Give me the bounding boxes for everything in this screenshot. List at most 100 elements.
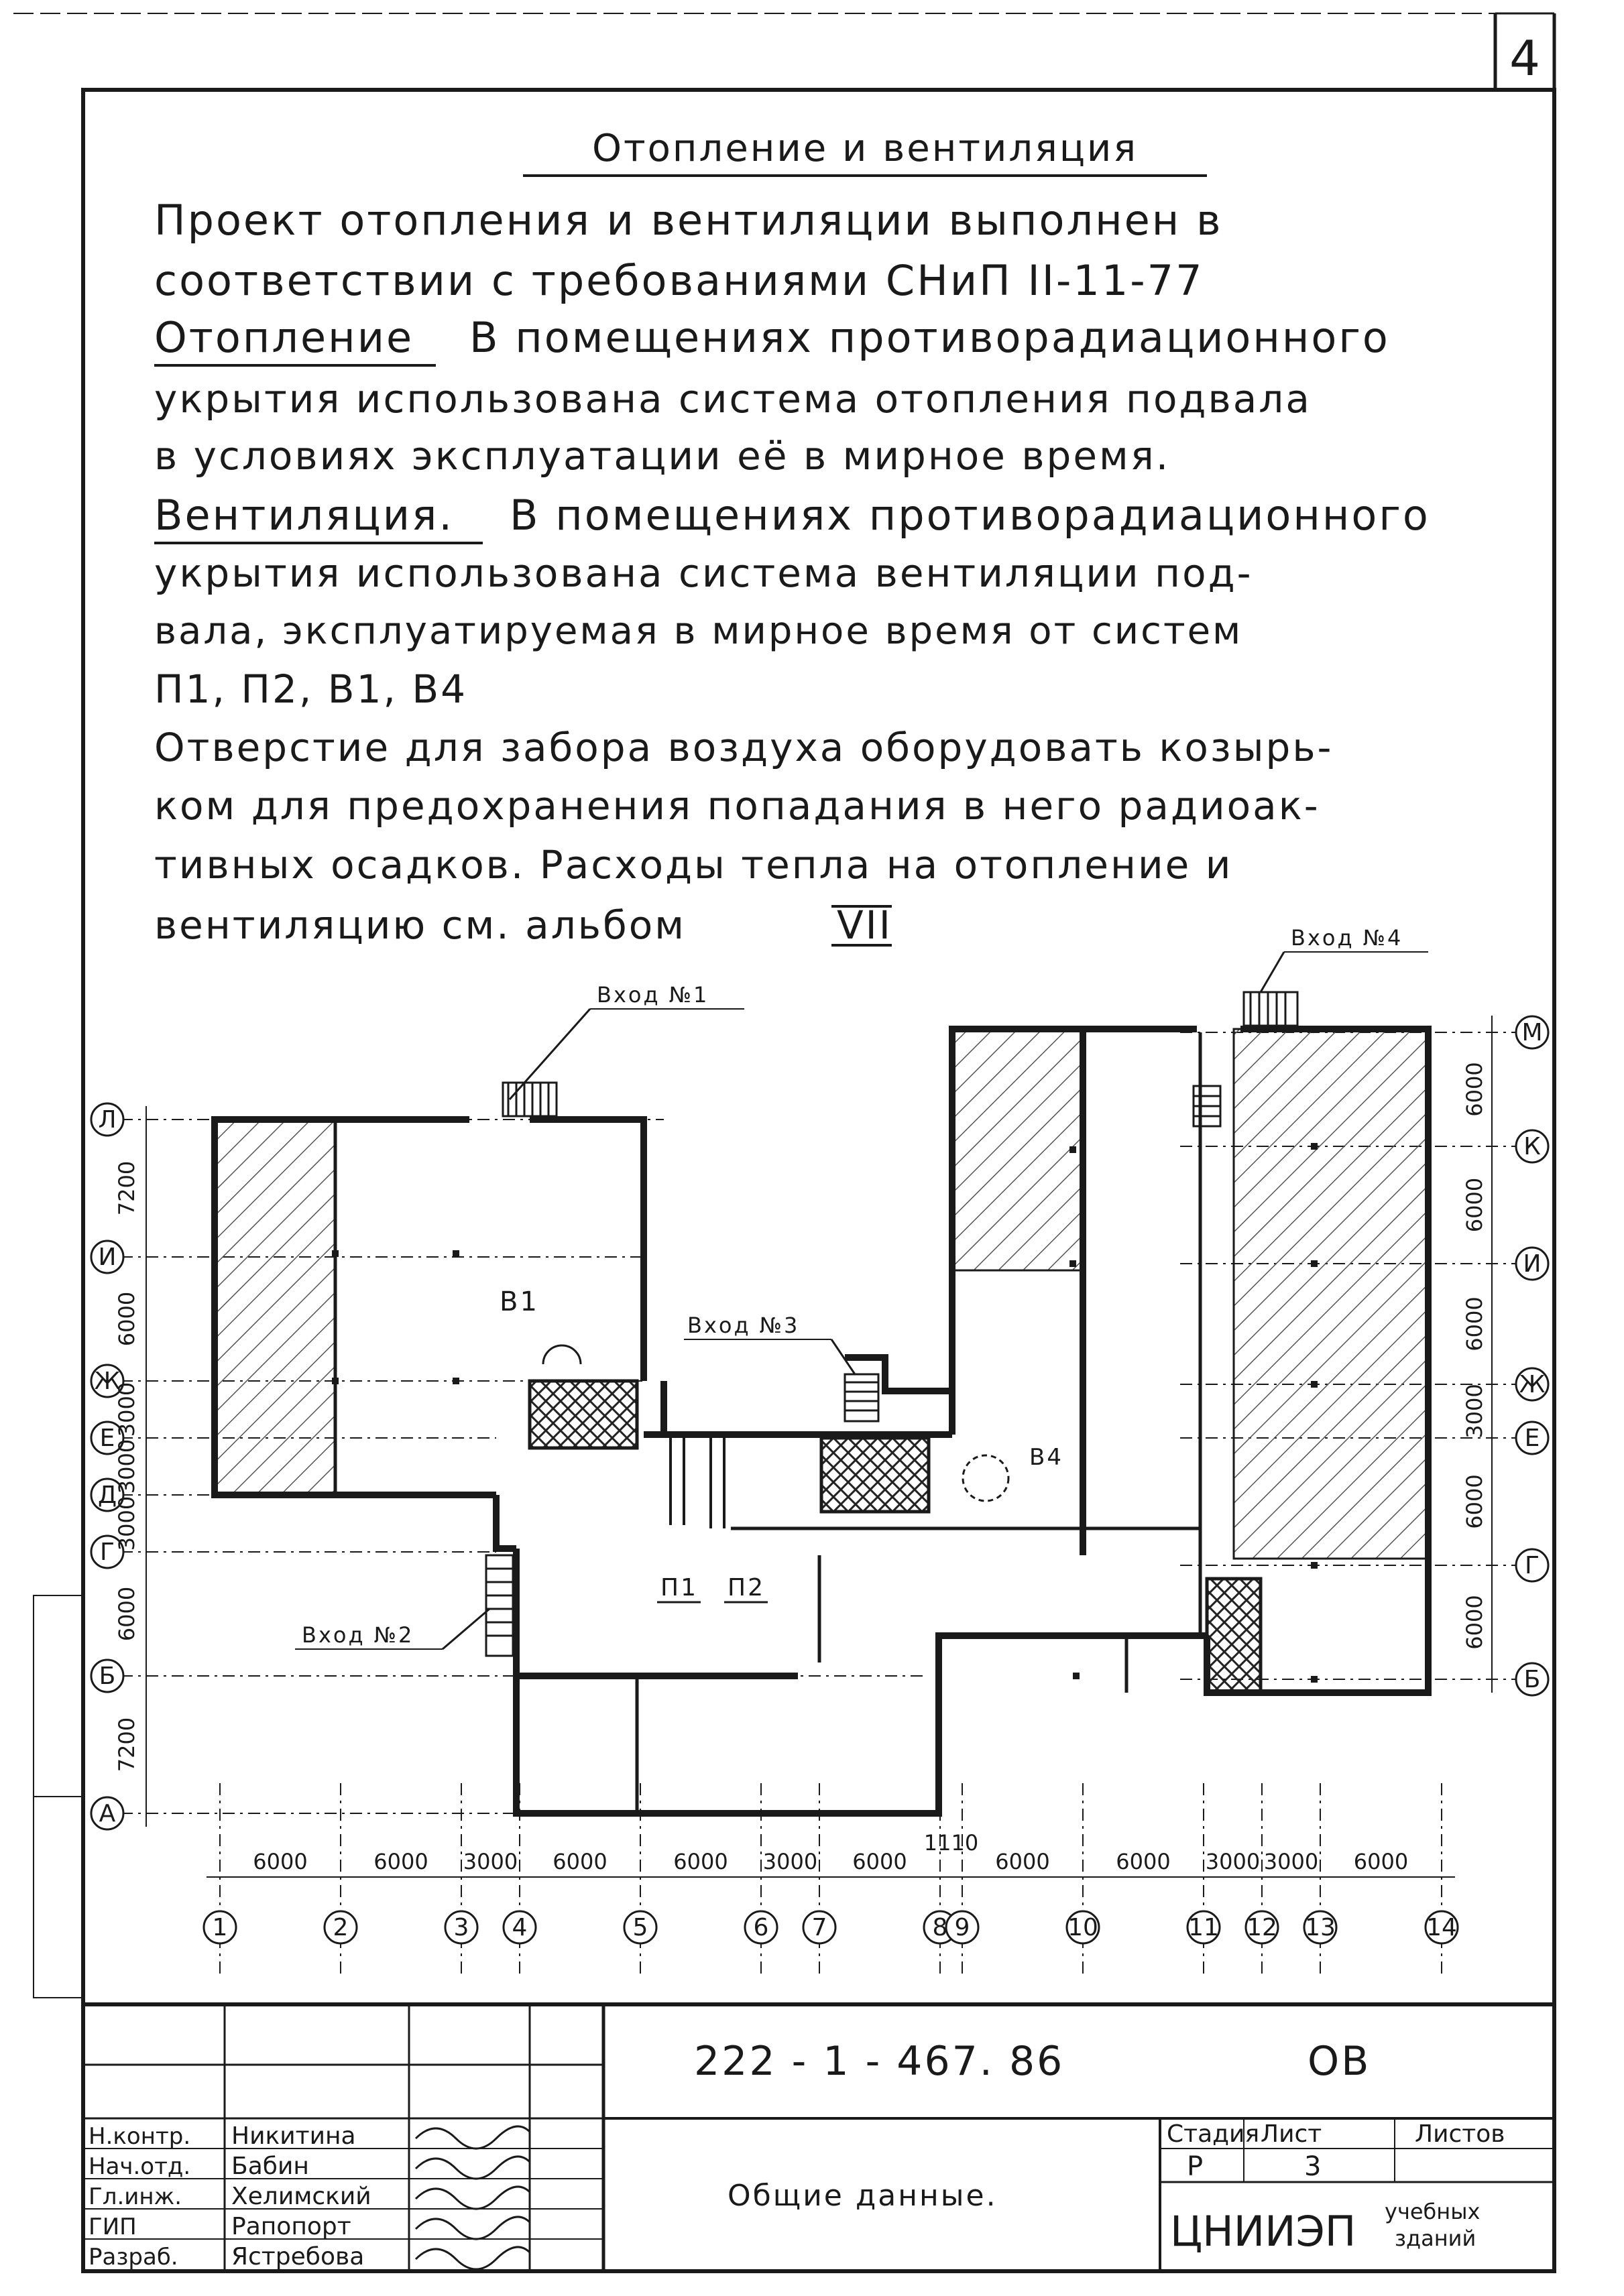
heating-line-3: в условиях эксплуатации её в мирное врем… [154,433,1170,479]
entrance-4-label: Вход №4 [1291,925,1403,951]
dim-left-1: 6000 [114,1292,139,1346]
axis-bottom-3: 4 [502,1910,537,1945]
axis-bottom-8: 9 [945,1910,980,1945]
dim-bottom-7: 1110 [924,1830,978,1856]
axis-right-1-label: К [1523,1133,1541,1160]
dim-right-2: 6000 [1462,1296,1487,1351]
role-name-0: Никитина [231,2122,356,2150]
sheet-value: 3 [1304,2151,1321,2182]
axis-bottom-7-label: 8 [933,1914,948,1941]
role-2: Гл.инж. [89,2183,182,2210]
section-title: Отопление и вентиляция [592,127,1138,170]
dim-left-6: 7200 [114,1717,139,1772]
dim-left-4: 3000 [114,1496,139,1551]
axis-bottom-2-label: 3 [454,1914,469,1941]
stairs [485,991,1299,1657]
dim-bottom-5: 3000 [763,1849,817,1874]
album-ref: VII [837,902,892,948]
sheet-header: Лист [1261,2120,1322,2148]
axis-left-7-label: А [99,1800,116,1827]
axis-left-2-label: Ж [95,1368,121,1395]
axis-bottom-5-label: 6 [754,1914,769,1941]
role-name-3: Рапопорт [231,2213,351,2240]
heating-heading: Отопление [154,313,414,362]
drawing-title: Общие данные. [728,2179,998,2213]
axis-bottom-3-label: 4 [512,1914,528,1941]
role-name-4: Ястребова [231,2243,364,2271]
signature-mark-4 [414,2246,531,2271]
floor-plan: Вход №1 Вход №2 Вход №3 Вход №4 В1 В4 П1… [90,925,1550,1978]
entrance-3-label: Вход №3 [687,1313,799,1338]
dim-left-5: 6000 [114,1587,139,1641]
role-name-1: Бабин [231,2153,309,2180]
walls [211,1026,1432,1817]
system-p1-label: П1 [660,1574,698,1602]
axis-bottom-13-label: 14 [1426,1914,1457,1941]
axis-bottom-9: 10 [1065,1910,1100,1945]
org-sub-2: зданий [1395,2226,1476,2251]
axis-bottom-2: 3 [444,1910,479,1945]
ventilation-heading: Вентиляция. [154,491,454,540]
role-4: Разраб. [89,2244,178,2271]
dim-left-2: 3000 [114,1382,139,1437]
axis-left-5: Г [90,1534,125,1569]
axis-bottom-6-label: 7 [812,1914,827,1941]
heating-line-2: укрытия использована система отопления п… [154,376,1312,422]
axis-right-0-label: М [1521,1019,1542,1046]
ventilation-line-2: укрытия использована система вентиляции … [154,550,1253,596]
dim-bottom-9: 6000 [1116,1849,1170,1874]
signature-mark-2 [414,2185,531,2210]
dimension-lines [146,1016,1493,1878]
axis-left-7: А [90,1796,125,1831]
org-name: ЦНИИЭП [1170,2207,1356,2256]
axis-bottom-10: 11 [1186,1910,1221,1945]
dim-bottom-0: 6000 [253,1849,307,1874]
axis-left-2: Ж [90,1364,125,1398]
intake-line-2: ком для предохранения попадания в него р… [154,783,1320,829]
dim-right-5: 6000 [1462,1595,1487,1649]
role-name-2: Хелимский [231,2183,371,2210]
signature-mark-1 [414,2155,531,2180]
intro-line-2: соответствии с требованиями СНиП II-11-7… [154,256,1204,305]
dim-right-0: 6000 [1462,1062,1487,1116]
axis-left-5-label: Г [100,1538,115,1566]
title-block [83,2002,1554,2271]
dim-bottom-6: 6000 [852,1849,907,1874]
axis-right-5-label: Г [1525,1552,1540,1579]
dim-right-4: 6000 [1462,1474,1487,1528]
axis-right-0: М [1515,1015,1550,1050]
axis-bottom-12-label: 13 [1305,1914,1336,1941]
ventilation-line-1: В помещениях противорадиационного [510,491,1430,540]
axis-left-4: Д [90,1477,125,1512]
role-0: Н.контр. [89,2123,190,2150]
columns [332,1143,1318,1683]
notes-block: Отопление и вентиляция Проект отопления … [154,127,1430,948]
dim-left-0: 7200 [114,1161,139,1215]
axis-left-1-label: И [99,1244,117,1271]
dim-right-1: 6000 [1462,1178,1487,1232]
dim-bottom-12: 6000 [1354,1849,1408,1874]
entrance-2-label: Вход №2 [302,1622,414,1648]
axis-bottom-1-label: 2 [333,1914,349,1941]
axis-right-3-label: Ж [1519,1371,1546,1398]
stage-value: Р [1187,2151,1203,2182]
system-b4-label: В4 [1029,1444,1063,1471]
dim-bottom-1: 6000 [373,1849,428,1874]
axis-bottom-6: 7 [802,1910,837,1945]
system-labels: В1 В4 П1 П2 [500,1286,1063,1604]
intake-line-1: Отверстие для забора воздуха оборудовать… [154,725,1333,770]
axis-bottom-4: 5 [623,1910,658,1945]
axis-left-6: Б [90,1658,125,1693]
axis-right-6-label: Б [1524,1666,1541,1693]
axis-bottom-5: 6 [744,1910,778,1945]
entrance-labels: Вход №1 Вход №2 Вход №3 Вход №4 [295,925,1428,1650]
last-line-prefix: вентиляцию см. альбом [154,902,686,948]
sheets-header: Листов [1415,2120,1505,2148]
signature-mark-0 [414,2125,531,2150]
